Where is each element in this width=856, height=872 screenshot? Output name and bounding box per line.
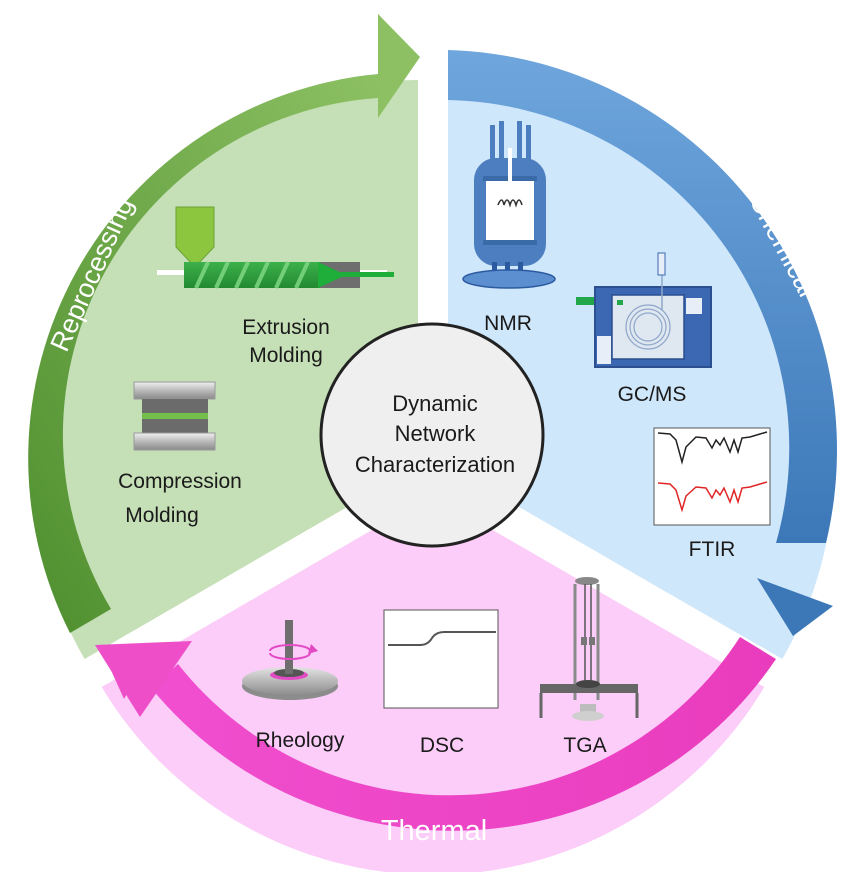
compression-label-line1: Compression — [118, 470, 242, 493]
reprocessing-arrow — [28, 14, 420, 633]
compression-press-icon — [133, 381, 216, 451]
center-title-line2: Network — [395, 421, 477, 446]
rheometer-icon — [242, 620, 338, 700]
thermal-arrow — [95, 637, 776, 831]
extrusion-label-line2: Molding — [249, 344, 323, 367]
nmr-spectrometer-icon — [462, 121, 556, 289]
thermal-title: Thermal — [381, 815, 487, 847]
dsc-thermogram-icon — [383, 609, 499, 709]
tga-analyzer-icon — [539, 577, 639, 721]
compression-label-line2: Molding — [125, 504, 199, 527]
center-title-line3: Characterization — [355, 452, 515, 477]
nmr-label: NMR — [484, 312, 532, 335]
gcms-label: GC/MS — [618, 383, 687, 406]
gcms-instrument-icon — [576, 252, 712, 368]
center-title-line1: Dynamic — [392, 391, 478, 416]
extrusion-label-line1: Extrusion — [242, 316, 330, 339]
ftir-label: FTIR — [689, 538, 736, 561]
tga-label: TGA — [563, 734, 606, 757]
rheology-label: Rheology — [256, 729, 345, 752]
ftir-spectrum-icon — [653, 427, 771, 526]
chemical-arrow — [448, 50, 837, 636]
extruder-icon — [157, 206, 394, 289]
dsc-label: DSC — [420, 734, 464, 757]
center-circle: Dynamic Network Characterization — [319, 322, 545, 548]
